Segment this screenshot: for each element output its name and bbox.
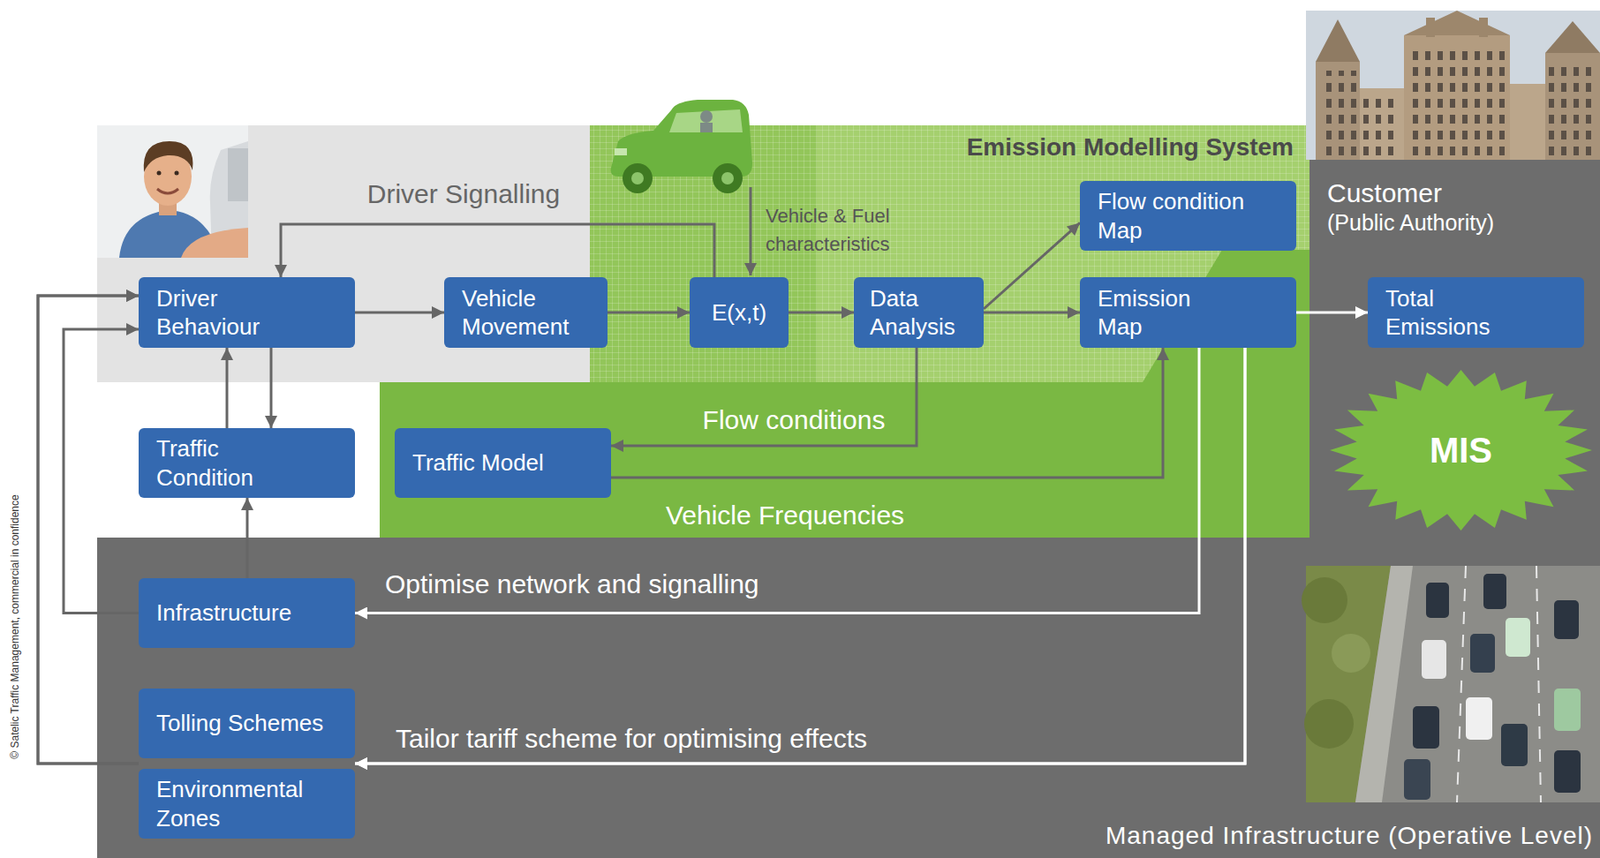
edge-label-anchor: Driver Signalling <box>367 179 560 210</box>
driver-photo <box>227 148 249 202</box>
driver-photo <box>181 227 249 258</box>
car-figure <box>700 110 713 123</box>
box-label: Traffic Model <box>412 448 544 478</box>
starburst-badge: MIS <box>1329 369 1593 531</box>
edge-label-anchor: Optimise network and signalling <box>384 569 760 600</box>
edge-label: Tailor tariff scheme for optimising effe… <box>395 724 868 755</box>
box-label: E(x,t) <box>711 298 767 328</box>
process-box: Tolling Schemes <box>138 688 355 759</box>
region-fill <box>379 382 1310 538</box>
process-box: Vehicle Movement <box>444 277 608 348</box>
building-photo <box>1363 95 1401 158</box>
building-photo <box>1359 88 1404 160</box>
driver-photo <box>174 171 180 176</box>
region-heading: Customer <box>1327 177 1442 210</box>
box-label: Emission Map <box>1097 284 1222 342</box>
building-photo <box>1509 83 1546 160</box>
badge-label: MIS <box>1429 430 1493 471</box>
flow-arrow <box>354 311 445 315</box>
building-photo <box>1319 70 1357 157</box>
flow-arrow <box>270 347 273 429</box>
label-anchor: Vehicle & Fuel characteristics <box>765 202 929 259</box>
edge-label: Optimise network and signalling <box>384 569 760 600</box>
edge-label: Flow conditions <box>702 405 886 436</box>
label-anchor: © Satelic Traffic Management, commercial… <box>8 494 22 759</box>
driver-photo <box>97 125 249 258</box>
edge-label: Vehicle Frequencies <box>665 500 905 531</box>
process-box: Environmental Zones <box>138 769 355 839</box>
box-label: Data Analysis <box>869 284 967 342</box>
note-label: Vehicle & Fuel characteristics <box>765 202 929 259</box>
driver-photo <box>143 147 192 206</box>
building-photo <box>1409 45 1505 157</box>
region-heading: Emission Modelling System <box>966 132 1294 163</box>
driver-photo <box>158 196 177 216</box>
building-photo <box>1305 10 1600 160</box>
process-box: Emission Map <box>1079 277 1297 348</box>
process-box: Traffic Condition <box>138 428 355 499</box>
customer-region: Total EmissionsMIS Customer(Public Author… <box>1309 159 1600 538</box>
building-photo <box>1403 10 1510 36</box>
box-label: Vehicle Movement <box>461 284 586 342</box>
building-photo <box>1545 21 1600 53</box>
process-box: Flow condition Map <box>1079 181 1297 251</box>
driver-photo <box>97 125 249 258</box>
box-label: Driver Behaviour <box>156 284 289 342</box>
edge-label-anchor: Flow conditions <box>702 405 886 436</box>
driver-photo <box>157 188 179 194</box>
starburst-fill <box>1329 369 1593 531</box>
driver-photo <box>119 210 221 258</box>
flow-arrow <box>226 347 229 429</box>
region-heading: (Public Authority) <box>1327 209 1495 236</box>
region-heading: Managed Infrastructure (Operative Level) <box>1105 821 1593 852</box>
operative-region: InfrastructureTolling SchemesEnvironment… <box>97 537 1600 858</box>
edge-label: Driver Signalling <box>367 179 560 210</box>
building-photo <box>1545 52 1600 160</box>
edge-label-anchor: Vehicle Frequencies <box>665 500 905 531</box>
process-box: Data Analysis <box>853 277 984 348</box>
building-photo <box>1305 10 1600 160</box>
driver-photo <box>157 171 162 176</box>
watermark: © Satelic Traffic Management, commercial… <box>8 494 22 759</box>
building-photo <box>1403 35 1510 160</box>
box-label: Tolling Schemes <box>156 709 324 739</box>
driver-photo <box>97 125 249 258</box>
building-photo <box>1315 19 1360 62</box>
region-fill <box>589 125 1310 383</box>
region-fill <box>589 125 1310 383</box>
building-photo <box>1548 61 1597 157</box>
driver-photo <box>143 141 194 173</box>
process-box: E(x,t) <box>689 277 789 348</box>
box-label: Environmental Zones <box>156 775 325 833</box>
process-box: Driver Behaviour <box>138 277 355 348</box>
process-box: Traffic Model <box>394 428 612 499</box>
process-box: Infrastructure <box>138 578 355 649</box>
box-label: Flow condition Map <box>1097 187 1266 245</box>
process-box: Total Emissions <box>1367 277 1585 348</box>
building-photo <box>1315 61 1360 160</box>
edge-label-anchor: Tailor tariff scheme for optimising effe… <box>395 724 868 755</box>
box-label: Total Emissions <box>1385 284 1510 342</box>
building-photo <box>1426 17 1435 38</box>
box-label: Infrastructure <box>156 598 292 628</box>
box-label: Traffic Condition <box>156 434 289 492</box>
building-photo <box>1479 17 1488 38</box>
